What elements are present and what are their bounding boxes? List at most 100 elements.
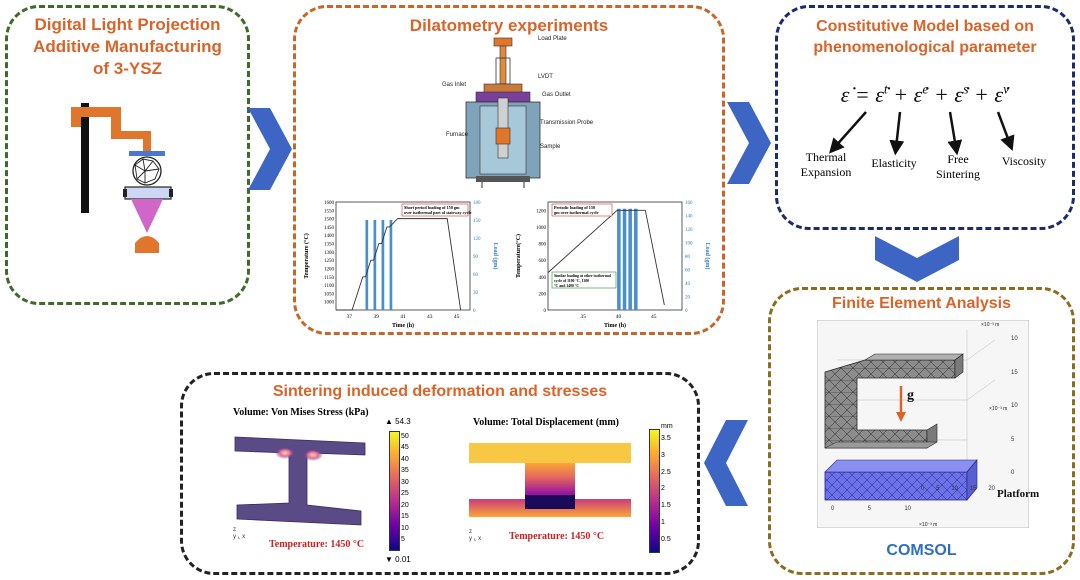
y-axis-label: Temperature (°C) [303,233,310,279]
y-tick-label: 1350 [324,243,335,248]
displacement-colorbar-ticks: 3.5 3 2.5 2 1.5 1 0.5 [661,435,671,543]
eq-sup-2: e [922,82,929,98]
d-tick: 0 [921,486,925,492]
y2-tick-label: 30 [473,291,479,296]
eq-sup-1: t [883,82,888,98]
eq-term-4: ε̇ [994,82,1004,107]
chart-title-line: over isothermal part of stairway cycle [404,210,472,215]
depth-ticks: 0 5 10 15 20 [921,486,995,492]
y2-tick-label: 20 [685,296,691,301]
y2-tick-label: 0 [685,309,688,314]
displacement-colorbar [649,429,660,553]
panel-results-title: Sintering induced deformation and stress… [272,383,608,400]
load-bar [373,220,377,310]
panel-dlp: Digital Light Projection Additive Manufa… [5,5,250,305]
stress-colorbar-ticks: 50 45 40 35 30 25 20 15 10 5 [401,433,409,543]
y2-tick-label: 140 [685,215,693,220]
x-tick-label: 40 [616,314,622,320]
panel-fea: Finite Element Analysis g Platform × [768,287,1075,575]
stress-colorbar [389,431,400,551]
eq-sup-3: s [963,82,969,98]
displacement-temperature: Temperature: 1450 °C [509,531,605,542]
dilatometer-apparatus [465,37,541,188]
d-tick: 10 [951,486,958,492]
eq-term-1: ε̇ [875,82,884,107]
v-tick: 0 [1011,470,1015,476]
b-tick: 5 [867,506,871,512]
term-free-sintering: Free Sintering [936,152,980,181]
y2-tick-label: 100 [685,242,693,247]
cb-tick: 1 [661,519,665,527]
y-tick-label: 1250 [324,259,335,264]
y-tick-label: 1200 [536,209,547,214]
load-bar [622,208,627,310]
stress-max-label: ▲ 54.3 [385,417,411,426]
cb-tick: 40 [401,455,409,463]
y2-axis-label: Load (gm) [704,243,711,270]
axis-unit-top: ×10⁻³ m [981,322,1000,328]
label-gas-outlet: Gas Outlet [542,92,571,98]
x-axis-label: Time (h) [392,322,414,329]
stress-field-plot [234,436,366,526]
x-tick-label: 41 [400,314,406,320]
cb-tick: 2 [661,485,665,493]
load-bar [628,208,632,310]
cb-tick: 25 [401,490,409,498]
eq-plus-1: + [887,82,914,107]
cb-tick: 5 [401,535,405,543]
term-elasticity: Elasticity [871,156,917,170]
cb-tick: 50 [401,433,409,440]
y2-tick-label: 80 [685,255,691,260]
y2-tick-label: 40 [685,282,691,287]
load-bar [381,220,385,310]
comsol-label: COMSOL [886,542,957,559]
load-bar [634,208,638,310]
y-tick-label: 1000 [536,226,547,231]
axis-unit-side: ×10⁻³ m [989,406,1008,412]
displacement-field-plot [469,443,631,517]
cb-tick: 0.5 [661,535,671,543]
flow-arrow-left [704,420,748,506]
term-thermal-expansion: Thermal Expansion [800,150,852,179]
cb-tick: 45 [401,444,409,452]
y2-tick-label: 120 [685,228,693,233]
y2-tick-label: 60 [685,269,691,274]
y-tick-label: 1500 [324,218,335,223]
chart-title-line: gm over isothermal cycle [554,210,599,215]
stress-plot-title: Volume: Von Mises Stress (kPa) [233,407,369,418]
panel-results: Sintering induced deformation and stress… [180,372,700,575]
y-tick-label: 0 [544,309,547,314]
label-load-plate: Load Plate [538,36,567,42]
x-tick-label: 43 [427,314,433,320]
annotation-box [551,271,617,289]
y-tick-label: 1150 [324,276,334,281]
d-tick: 20 [988,486,995,492]
eq-plus-2: + [928,82,955,107]
cb-tick: 3.5 [661,435,671,442]
v-tick: 5 [1011,436,1015,443]
callout-box [551,203,613,217]
temperature-line [547,209,665,306]
callout-box [401,203,469,217]
annotation-line: Similar loading at other isothermal [554,274,611,278]
eq-term-2: ε̇ [913,82,923,107]
chart-title-line: Short period loading of 150 gm [404,205,460,210]
label-sample: Sample [540,144,561,150]
y-tick-label: 800 [539,243,547,248]
cb-tick: 10 [401,524,409,532]
x-tick-label: 35 [581,314,587,320]
y2-tick-label: 0 [473,309,476,314]
v-tick: 15 [1011,369,1018,376]
y2-tick-label: 150 [473,219,481,224]
y-tick-label: 1400 [324,234,335,239]
flow-arrow-right-1 [248,108,292,190]
stress-temperature: Temperature: 1450 °C [269,539,365,550]
x-axis-label: Time (h) [604,322,626,329]
gravity-label: g [907,388,914,403]
v-tick: 10 [1011,336,1018,342]
platform-label: Platform [997,488,1040,500]
